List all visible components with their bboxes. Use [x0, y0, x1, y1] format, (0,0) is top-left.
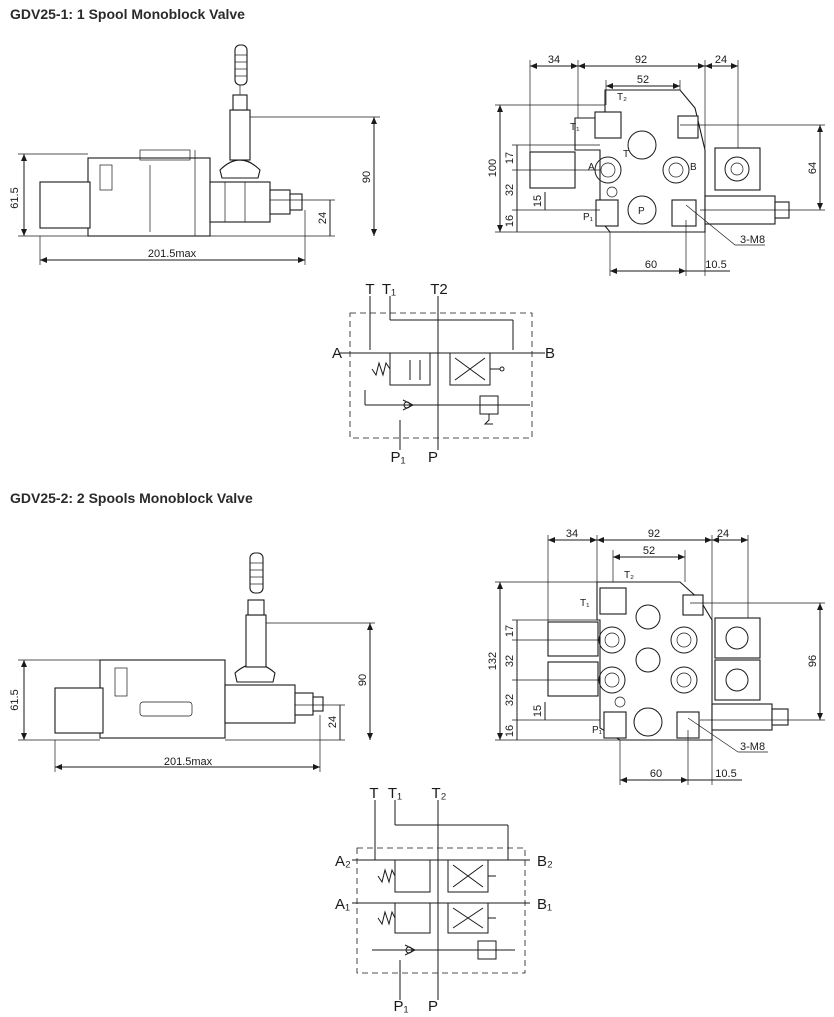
- port-t-2: T: [369, 785, 378, 802]
- lever-handle: [234, 44, 248, 86]
- port-label-p: P: [638, 206, 645, 217]
- port-label-p1: P₁: [583, 212, 594, 223]
- dim-h-17: 17: [504, 152, 516, 164]
- port-p1: P₁: [390, 449, 405, 466]
- port-t1: T₁: [382, 281, 396, 298]
- dim-bottom-60-b: 60: [650, 768, 662, 780]
- dim-offset-2: 24: [327, 716, 339, 728]
- port-a2: A₂: [335, 853, 351, 870]
- dim-h2-17: 17: [504, 625, 516, 637]
- port-p1-2: P₁: [393, 998, 408, 1015]
- port-label-p1-b: P₁: [592, 725, 603, 736]
- port-b: B: [545, 345, 555, 362]
- front-view-2: T₂ T₁ P₁ 34 92 24 52 132 17 32 32 15 16: [487, 528, 825, 785]
- bolt-label: 3-M8: [740, 234, 765, 246]
- dim-bottom-60: 60: [645, 259, 657, 271]
- dim-w-92: 92: [635, 54, 647, 66]
- port-b2: B₂: [537, 853, 553, 870]
- port-label-a: A: [588, 162, 595, 173]
- dim-h2-16: 16: [504, 725, 516, 737]
- port-label-t1: T₁: [570, 122, 580, 133]
- side-view-2: 61.5 201.5max 90 24: [9, 552, 375, 772]
- port-label-t: T: [623, 149, 629, 160]
- dim-length-2: 201.5max: [164, 756, 213, 768]
- front-view-1: T₂ T₁ T A B P P₁ 34 92 24 52 100 17 32: [487, 54, 825, 276]
- port-label-t2-b: T₂: [624, 570, 634, 581]
- port-label-b: B: [690, 162, 697, 173]
- port-a1: A₁: [335, 896, 350, 913]
- dim-w-24-b: 24: [717, 528, 729, 540]
- side-view-1: 61.5 201.5max 90 24: [9, 44, 380, 265]
- port-p-2: P: [428, 998, 438, 1015]
- schematic-2: T T₁ T₂ P₁ P A₂ A₁ B₂ B₁: [335, 785, 553, 1015]
- dim-length: 201.5max: [148, 248, 197, 260]
- dim-h2-15: 15: [532, 705, 544, 717]
- dim-w-24: 24: [715, 54, 727, 66]
- dim-w-34-b: 34: [566, 528, 578, 540]
- spring-cap: [39, 181, 91, 229]
- section-title-2: GDV25-2: 2 Spools Monoblock Valve: [10, 490, 253, 506]
- dim-bottom-10-5-b: 10.5: [715, 768, 736, 780]
- dim-offset: 24: [317, 212, 329, 224]
- dim-h-total: 100: [487, 159, 499, 177]
- port-t: T: [365, 281, 374, 298]
- port-t2: T2: [430, 281, 448, 298]
- section-title-1: GDV25-1: 1 Spool Monoblock Valve: [10, 6, 245, 22]
- dim-h-16: 16: [504, 215, 516, 227]
- dim-w-34: 34: [548, 54, 560, 66]
- dim-h-32: 32: [504, 184, 516, 196]
- port-a: A: [332, 345, 342, 362]
- port-t1-2: T₁: [388, 785, 402, 802]
- dim-w-92-b: 92: [648, 528, 660, 540]
- port-label-t1-b: T₁: [580, 598, 590, 609]
- schematic-1: T T₁ T2 P₁ P A B: [332, 281, 555, 466]
- dim-h2-32a: 32: [504, 655, 516, 667]
- dim-h2-32b: 32: [504, 694, 516, 706]
- dim-handle-height-2: 90: [357, 674, 369, 686]
- dim-height-2: 61.5: [9, 689, 21, 710]
- dim-w-52-b: 52: [643, 545, 655, 557]
- dim-height: 61.5: [9, 187, 21, 208]
- dim-h-15: 15: [532, 195, 544, 207]
- dim-right-height: 64: [807, 162, 819, 174]
- dim-w-52: 52: [637, 74, 649, 86]
- port-t2-2: T₂: [432, 785, 447, 802]
- valve-body: [87, 157, 211, 237]
- port-p: P: [428, 449, 438, 466]
- dim-h-total-2: 132: [487, 652, 499, 670]
- dim-right-height-2: 96: [807, 655, 819, 667]
- port-b1: B₁: [537, 896, 552, 913]
- bolt-label-2: 3-M8: [740, 741, 765, 753]
- port-label-t2: T₂: [617, 92, 627, 103]
- dim-bottom-10-5: 10.5: [705, 259, 726, 271]
- dim-handle-height: 90: [361, 171, 373, 183]
